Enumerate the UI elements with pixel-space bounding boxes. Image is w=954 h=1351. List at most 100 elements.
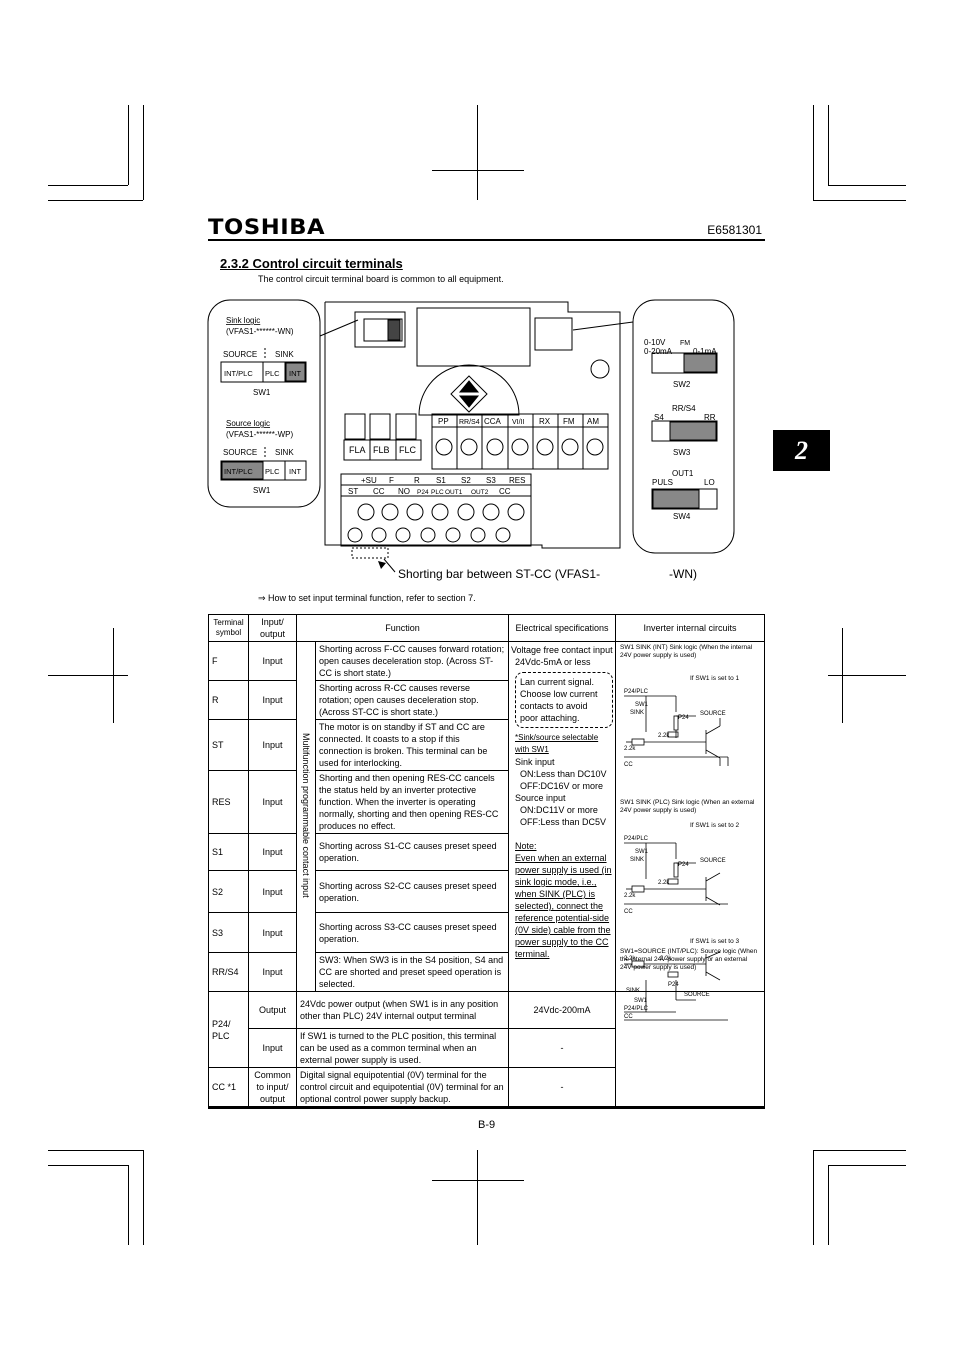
svg-text:SW3: SW3 [673,448,691,457]
sw3-switch [651,420,718,442]
svg-text:FLC: FLC [399,445,417,455]
svg-text:FLB: FLB [373,445,390,455]
svg-text:PLC: PLC [265,467,280,476]
table-row: S1 Input Shorting across S1-CC causes pr… [208,833,765,871]
col-electrical-spec: Electrical specifications [508,614,616,642]
svg-text:P24/PLC: P24/PLC [624,689,649,695]
electrical-spec-cell: Voltage free contact input 24Vdc-5mA or … [508,641,616,992]
function-text: Shorting across F-CC causes forward rota… [315,641,509,681]
internal-circuits-cell-3: SW1=SOURCE (INT/PLC): Source logic (When… [615,938,765,1107]
svg-text:CC: CC [624,909,633,915]
svg-text:0-10V: 0-10V [644,338,666,347]
svg-text:0-1mA: 0-1mA [693,347,717,356]
table-header-row: Terminal symbol Input/ output Function E… [208,614,765,642]
circuit-1-diagram: P24/PLC SW1 SINK SOURCE P24 2.2k 2.2k CC [624,689,729,768]
svg-text:SOURCE: SOURCE [700,711,726,717]
svg-text:2.2k: 2.2k [624,893,636,899]
sink-logic-label: Sink logic [226,316,260,325]
svg-text:SINK: SINK [630,710,644,716]
group-label-cell: Multifunction programmable contact input [296,641,316,992]
source-model-label: (VFAS1-******-WP) [226,430,293,439]
circuit-1-title: SW1 SINK (INT) Sink logic (When the inte… [620,644,753,659]
svg-text:0-20mA: 0-20mA [644,347,673,356]
svg-text:INT/PLC: INT/PLC [224,467,253,476]
circuit-3-title: SW1=SOURCE (INT/PLC): Source logic (When… [616,946,764,974]
io-type: Input [248,641,297,681]
svg-text:S4: S4 [654,413,664,422]
svg-text:2.2k: 2.2k [658,880,670,886]
svg-text:S3: S3 [486,476,496,485]
table-row: CC *1 Common to input/ output Digital si… [208,1067,765,1107]
table-row: ST Input The motor is on standby if ST a… [208,719,765,771]
svg-text:FLA: FLA [349,445,366,455]
svg-text:PP: PP [438,417,449,426]
table-row: S2 Input Shorting across S2-CC causes pr… [208,870,765,913]
svg-text:F: F [389,476,394,485]
sw2-sw4-callout [632,299,735,554]
svg-text:NO: NO [398,487,410,496]
terminal-symbol: F [208,641,249,681]
svg-text:SOURCE: SOURCE [223,448,257,457]
svg-text:SW1: SW1 [253,486,271,495]
section-title: 2.3.2 Control circuit terminals [220,256,403,271]
svg-text:SW1: SW1 [253,388,271,397]
toshiba-logo: TOSHIBA [208,215,326,239]
internal-circuits-cell: SW1 SINK (INT) Sink logic (When the inte… [615,641,765,992]
svg-text:SINK: SINK [626,988,640,994]
svg-text:2.2k: 2.2k [624,746,636,752]
svg-text:SINK: SINK [630,857,644,863]
terminal-symbol: P24/ PLC [208,991,249,1068]
svg-text:LO: LO [704,478,715,487]
svg-text:VI/II: VI/II [512,419,525,426]
circuit-3-diagram: 2.2k 2.2k P24 SINK SOURCE SW1 P24/PLC CC [624,951,728,1021]
svg-text:SOURCE: SOURCE [684,992,710,998]
svg-text:RR/S4: RR/S4 [459,419,480,426]
svg-text:PLC: PLC [431,489,444,496]
svg-text:P24: P24 [678,715,689,721]
svg-text:PLC: PLC [265,369,280,378]
svg-text:OUT2: OUT2 [471,489,489,496]
table-row: RR/S4 Input SW3: When SW3 is in the S4 p… [208,952,765,992]
page-number: B-9 [478,1119,496,1131]
svg-text:S2: S2 [461,476,471,485]
svg-text:P24: P24 [678,862,689,868]
shorting-bar-label-end: -WN) [669,567,697,581]
svg-text:SW1: SW1 [635,849,649,855]
svg-text:FM: FM [680,340,690,347]
svg-text:2.2k: 2.2k [658,733,670,739]
table-row: S3 Input Shorting across S3-CC causes pr… [208,912,765,953]
footer-rule [208,1107,765,1109]
svg-text:P24: P24 [668,982,679,988]
svg-text:FM: FM [563,417,575,426]
svg-text:CC: CC [624,1014,633,1020]
svg-text:INT: INT [289,467,302,476]
circuit-2-title: SW1 SINK (PLC) Sink logic (When an exter… [620,799,755,814]
group-label: Multifunction programmable contact input [301,732,311,898]
svg-text:SINK: SINK [275,350,294,359]
svg-text:CC: CC [499,487,511,496]
shorting-bar [351,547,389,559]
section-reference-note: ⇒ How to set input terminal function, re… [258,593,476,603]
svg-text:R: R [414,476,420,485]
svg-text:SOURCE: SOURCE [223,350,257,359]
svg-text:+SU: +SU [361,476,377,485]
sw1-callout [207,299,321,508]
table-row: P24/ PLC Output 24Vdc power output (when… [208,938,765,1107]
svg-text:RR: RR [704,413,716,422]
col-function: Function [296,614,509,642]
sink-model-label: (VFAS1-******-WN) [226,327,294,336]
sw4-switch [651,488,718,510]
svg-text:SW4: SW4 [673,512,691,521]
svg-text:2.2k: 2.2k [660,956,672,962]
svg-text:SINK: SINK [275,448,294,457]
doc-number: E6581301 [707,223,762,237]
svg-text:CC: CC [373,487,385,496]
svg-text:SOURCE: SOURCE [700,858,726,864]
table-row: F Input Multifunction programmable conta… [208,641,765,992]
col-input-output: Input/ output [248,614,297,642]
control-terminal-table: Terminal symbol Input/ output Function E… [208,614,765,1107]
svg-text:INT: INT [289,369,302,378]
svg-text:CC: CC [624,762,633,768]
svg-text:OUT1: OUT1 [672,469,694,478]
table-row: R Input Shorting across R-CC causes reve… [208,680,765,720]
